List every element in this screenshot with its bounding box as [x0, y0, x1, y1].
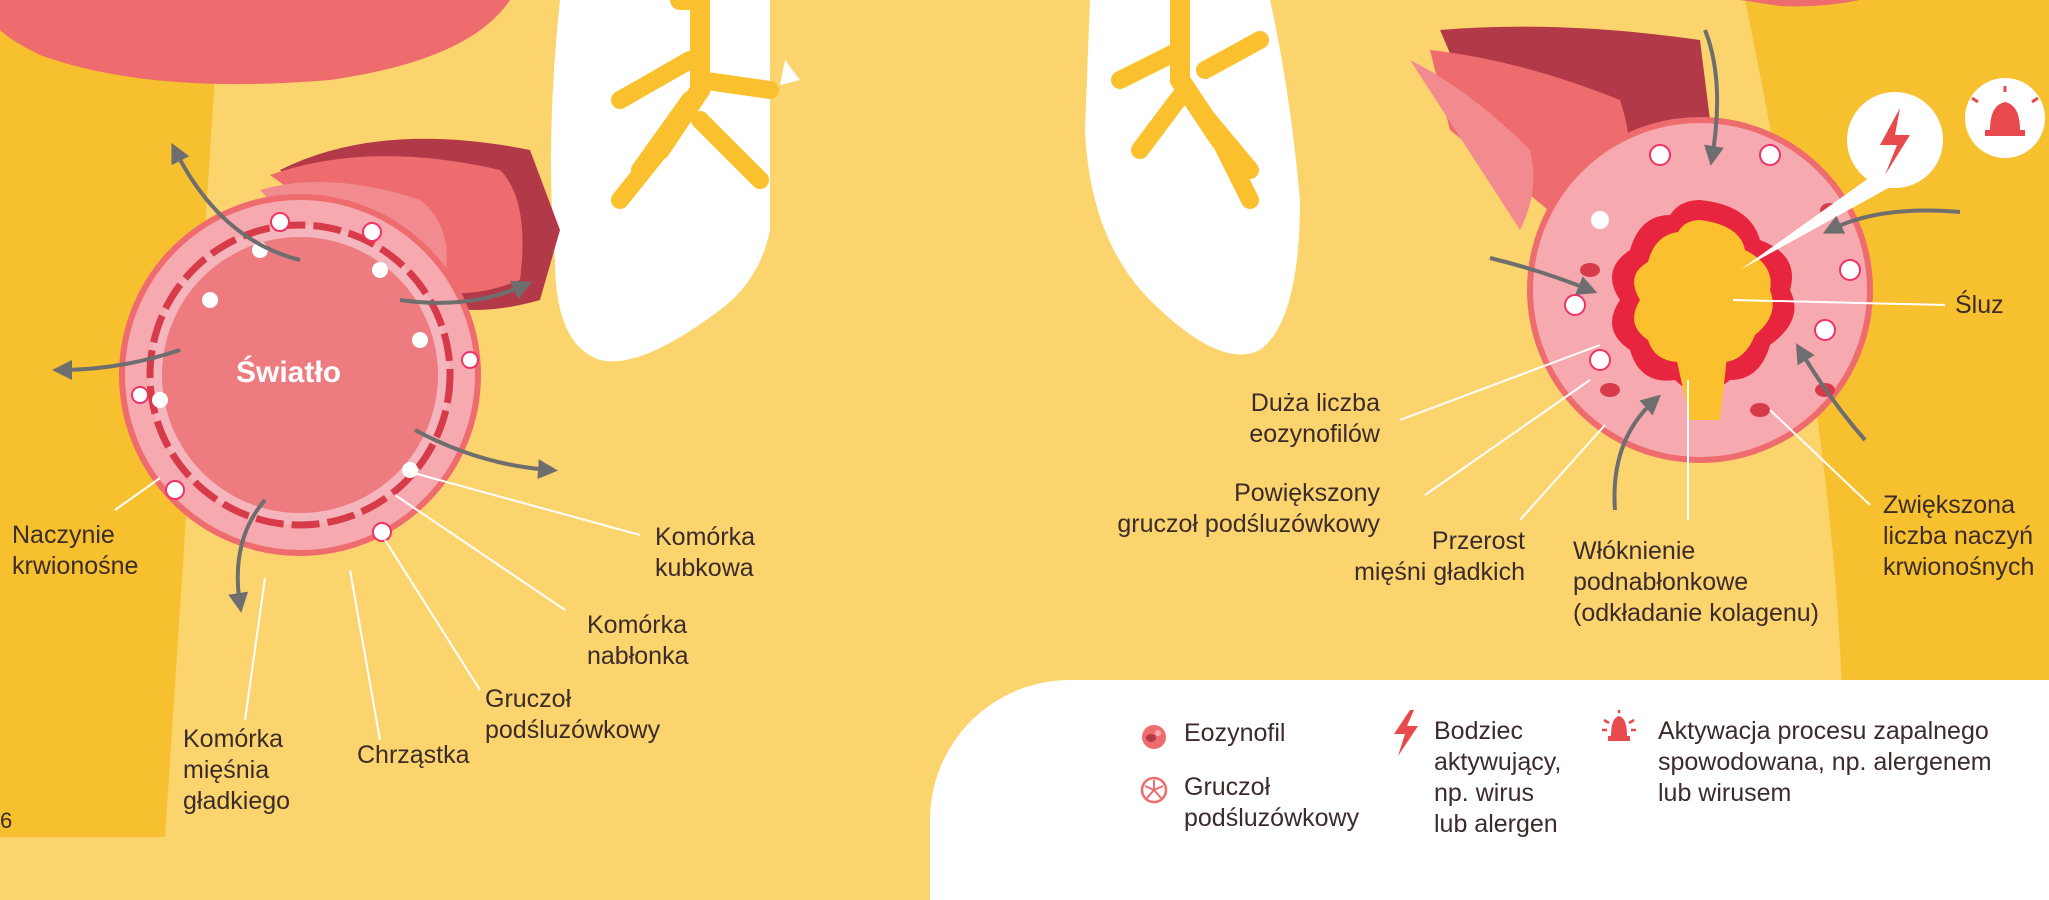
label-mucus: Śluz	[1955, 290, 2004, 321]
legend-gland-text: Gruczoł podśluzówkowy	[1184, 772, 1359, 834]
label-epithelial-cell: Komórka nabłonka	[587, 610, 688, 672]
label-smooth-muscle-growth: Przerost mięśni gładkich	[1310, 526, 1525, 588]
label-submucosal-gland: Gruczoł podśluzówkowy	[485, 684, 660, 746]
left-lung	[551, 0, 800, 361]
legend-eosinophil-text: Eozynofil	[1184, 718, 1285, 749]
lumen-label: Światło	[236, 356, 341, 390]
eosinophil-icon	[1140, 723, 1168, 751]
label-blood-vessel: Naczynie krwionośne	[12, 520, 138, 582]
label-fibrosis: Włóknienie podnabłonkowe (odkładanie kol…	[1573, 536, 1819, 629]
gland-icon	[1139, 775, 1169, 805]
label-cartilage: Chrząstka	[357, 740, 470, 771]
page-number: 6	[0, 808, 12, 834]
legend-trigger-text: Bodziec aktywujący, np. wirus lub alerge…	[1434, 716, 1561, 840]
alarm-bubble	[1965, 78, 2045, 158]
label-smooth-muscle-cell: Komórka mięśnia gładkiego	[183, 724, 290, 817]
right-lung	[1085, 0, 1300, 354]
label-goblet-cell: Komórka kubkowa	[655, 522, 755, 584]
legend-inflammation-text: Aktywacja procesu zapalnego spowodowana,…	[1658, 716, 1992, 809]
label-vessels-increase: Zwiększona liczba naczyń krwionośnych	[1883, 490, 2034, 583]
lightning-icon	[1392, 710, 1420, 756]
alarm-bell-icon	[1600, 710, 1638, 746]
label-eosinophils: Duża liczba eozynofilów	[1180, 388, 1380, 450]
